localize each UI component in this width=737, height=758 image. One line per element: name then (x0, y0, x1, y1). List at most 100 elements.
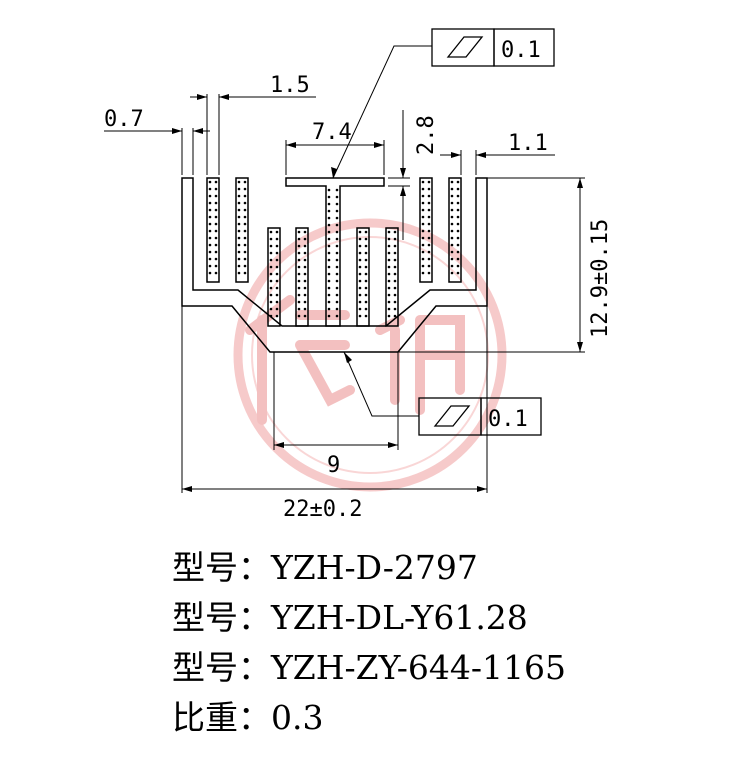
serration-dot (243, 180, 247, 184)
serration-dot (364, 265, 368, 269)
serration-dot (269, 286, 273, 290)
serration-dot (237, 257, 241, 261)
serration-dot (456, 201, 460, 205)
serration-dot (364, 279, 368, 283)
serration-dot (364, 258, 368, 262)
serration-dot (456, 264, 460, 268)
serration-dot (243, 187, 247, 191)
serration-dot (297, 258, 301, 262)
serration-dot (456, 257, 460, 261)
serration-dot (364, 244, 368, 248)
serration-dot (421, 236, 425, 240)
serration-dot (327, 314, 331, 318)
serration-dot (450, 271, 454, 275)
serration-dot (421, 208, 425, 212)
serration-dot (421, 187, 425, 191)
serration-dot (237, 194, 241, 198)
serration-dot (427, 257, 431, 261)
serration-dot (456, 236, 460, 240)
serration-dot (335, 300, 339, 304)
serration-dot (303, 307, 307, 311)
serration-dot (237, 271, 241, 275)
serration-dot (364, 293, 368, 297)
serration-dot (303, 286, 307, 290)
serration-dot (421, 222, 425, 226)
serration-dot (335, 188, 339, 192)
serration-dot (297, 272, 301, 276)
serration-dot (358, 300, 362, 304)
serration-dot (303, 230, 307, 234)
serration-dot (387, 251, 391, 255)
serration-dot (456, 194, 460, 198)
serration-dot (297, 230, 301, 234)
dim-fin-gap: 0.7 (104, 107, 144, 132)
serration-dot (387, 258, 391, 262)
serration-dot (358, 272, 362, 276)
serration-dot (208, 250, 212, 254)
serration-dot (387, 286, 391, 290)
serration-dot (427, 194, 431, 198)
serration-dot (243, 264, 247, 268)
serration-dot (364, 314, 368, 318)
spec-value: 0.3 (271, 698, 324, 737)
fin-serrations (208, 180, 460, 318)
serration-dot (427, 208, 431, 212)
serration-dot (214, 208, 218, 212)
serration-dot (421, 243, 425, 247)
serration-dot (214, 180, 218, 184)
serration-dot (275, 265, 279, 269)
serration-dot (269, 244, 273, 248)
serration-dot (275, 293, 279, 297)
serration-dot (393, 244, 397, 248)
serration-dot (358, 244, 362, 248)
serration-dot (214, 201, 218, 205)
spec-value: YZH-ZY-644-1165 (271, 648, 567, 687)
serration-dot (303, 314, 307, 318)
serration-dot (297, 279, 301, 283)
serration-dot (237, 180, 241, 184)
serration-dot (427, 222, 431, 226)
serration-dot (335, 251, 339, 255)
serration-dot (327, 279, 331, 283)
serration-dot (393, 272, 397, 276)
serration-dot (208, 208, 212, 212)
serration-dot (335, 202, 339, 206)
serration-dot (214, 243, 218, 247)
serration-dot (275, 244, 279, 248)
serration-dot (327, 202, 331, 206)
serration-dot (427, 201, 431, 205)
serration-dot (450, 208, 454, 212)
serration-dot (364, 237, 368, 241)
serration-dot (297, 237, 301, 241)
serration-dot (327, 216, 331, 220)
serration-dot (208, 264, 212, 268)
serration-dot (393, 251, 397, 255)
serration-dot (269, 279, 273, 283)
serration-dot (208, 187, 212, 191)
serration-dot (335, 223, 339, 227)
serration-dot (208, 236, 212, 240)
serration-dot (335, 216, 339, 220)
serration-dot (275, 258, 279, 262)
serration-dot (327, 223, 331, 227)
serration-dot (327, 251, 331, 255)
serration-dot (214, 264, 218, 268)
serration-dot (214, 222, 218, 226)
serration-dot (364, 230, 368, 234)
serration-dot (427, 243, 431, 247)
serration-dot (427, 187, 431, 191)
parallelogram-icon (446, 36, 484, 58)
serration-dot (208, 257, 212, 261)
serration-dot (358, 293, 362, 297)
serration-dot (269, 307, 273, 311)
serration-dot (393, 293, 397, 297)
serration-dot (243, 271, 247, 275)
serration-dot (387, 293, 391, 297)
serration-dot (450, 243, 454, 247)
serration-dot (214, 236, 218, 240)
serration-dot (208, 222, 212, 226)
serration-dot (450, 180, 454, 184)
serration-dot (275, 307, 279, 311)
serration-dot (450, 201, 454, 205)
serration-dot (427, 250, 431, 254)
